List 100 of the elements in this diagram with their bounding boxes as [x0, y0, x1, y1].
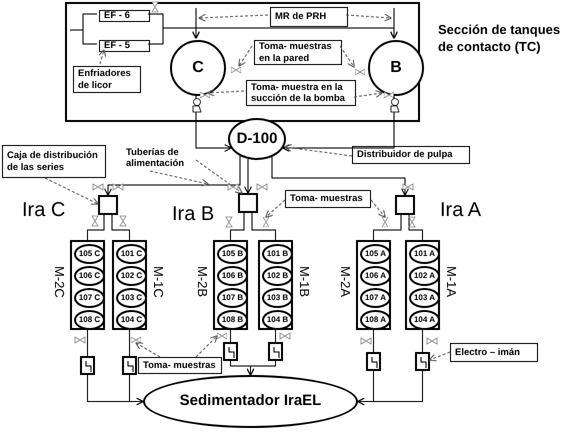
cell-ellipse: 101 A — [409, 244, 440, 264]
valve-icon — [384, 92, 394, 98]
pipe-line — [87, 214, 104, 240]
leader-line — [98, 49, 106, 64]
pipe-line — [196, 94, 232, 152]
pipe-line — [422, 330, 423, 352]
distribution-box — [395, 195, 415, 215]
leader-line — [265, 200, 286, 218]
pipe-line — [373, 330, 374, 352]
callout-box: Enfriadores de licor — [73, 66, 141, 93]
pipe-line — [192, 8, 200, 39]
cell-ellipse: 103 C — [116, 288, 147, 308]
valve-icon — [231, 67, 241, 73]
electromagnet-box — [366, 352, 380, 371]
leader-line — [198, 14, 268, 22]
electromagnet-box — [268, 342, 282, 361]
callout-box: Toma- muestra en la succión de la bomba — [246, 80, 356, 106]
cell-ellipse: 104 C — [116, 310, 147, 330]
pipe-line — [272, 156, 410, 196]
cell-ellipse: 104 A — [409, 310, 440, 330]
cell-ellipse: 107 C — [74, 288, 105, 308]
cell-ellipse: 103 A — [409, 288, 440, 308]
callout-box: Electro – imán — [450, 343, 538, 362]
cell-ellipse: 106 B — [217, 266, 248, 286]
cell-ellipse: 108 C — [74, 310, 105, 330]
pipe-line — [129, 330, 130, 356]
valve-icon — [355, 69, 365, 75]
pipe-line — [70, 30, 98, 44]
cell-ellipse: 108 A — [360, 310, 391, 330]
callout-box: Distribuidor de pulpa — [352, 146, 470, 164]
cell-ellipse: 105 A — [360, 244, 391, 264]
cell-ellipse: 101 B — [262, 244, 293, 264]
pipe-line — [252, 212, 276, 240]
pipe-line — [244, 158, 252, 194]
pipe-line — [373, 214, 402, 240]
leader-line — [284, 144, 352, 156]
pipe-line — [408, 214, 423, 240]
cell-ellipse: 106 A — [360, 266, 391, 286]
pipe-line — [230, 212, 244, 240]
section-title: Sección de tanques de contacto (TC) — [438, 22, 562, 56]
column-label: M-1B — [298, 266, 311, 298]
callout-box: Caja de distribución de las series — [2, 145, 106, 178]
distribution-box — [98, 195, 118, 215]
leader-line — [196, 160, 243, 194]
cell-ellipse: 108 B — [217, 310, 248, 330]
pipe-line — [390, 8, 398, 39]
series-label: Ira B — [172, 204, 214, 224]
callout-box: EF - 6 — [99, 10, 150, 22]
cell-ellipse: 105 B — [217, 244, 248, 264]
leader-line — [340, 46, 355, 68]
callout-text: Tuberías de alimentación — [126, 145, 196, 171]
cell-ellipse: 102 A — [409, 266, 440, 286]
column-label: M-2A — [339, 266, 352, 298]
cell-ellipse: 102 B — [262, 266, 293, 286]
leader-line — [238, 46, 252, 67]
series-label: Ira C — [22, 200, 66, 220]
leader-line — [196, 335, 218, 358]
leader-line — [346, 14, 392, 22]
cell-ellipse: 103 B — [262, 288, 293, 308]
pipe-line — [129, 374, 144, 406]
callout-box: EF - 5 — [99, 40, 150, 52]
cell-ellipse: 107 B — [217, 288, 248, 308]
valve-icon — [217, 333, 227, 339]
pipe-line — [87, 330, 88, 356]
column-label: M-2C — [53, 266, 66, 298]
column-label: M-1A — [445, 266, 458, 298]
distributor-ellipse: D-100 — [228, 118, 286, 160]
leader-line — [370, 200, 386, 218]
column-label: M-1C — [152, 266, 165, 298]
valve-icon — [382, 217, 388, 227]
cell-ellipse: 102 C — [116, 266, 147, 286]
cell-ellipse: 101 C — [116, 244, 147, 264]
electromagnet-box — [222, 342, 238, 361]
electromagnet-box — [122, 356, 136, 375]
callout-box: Toma- muestras — [138, 357, 222, 374]
pipe-line — [112, 214, 130, 240]
pipe-line — [246, 360, 276, 376]
electromagnet-box — [414, 352, 430, 371]
leader-line — [207, 88, 244, 97]
leader-line — [135, 342, 160, 358]
distribution-box — [238, 193, 258, 213]
callout-box: Toma- muestras en la pared — [254, 40, 342, 65]
callout-box: Toma- muestras — [285, 190, 371, 208]
valve-icon — [263, 217, 269, 227]
series-label: Ira A — [440, 200, 482, 220]
settler-ellipse: Sedimentador IraEL — [143, 375, 358, 428]
column-label: M-2B — [196, 266, 209, 298]
pipe-line — [230, 330, 231, 342]
pipe-line — [104, 156, 240, 196]
cell-ellipse: 106 C — [74, 266, 105, 286]
valve-icon — [200, 92, 210, 98]
cell-ellipse: 104 B — [262, 310, 293, 330]
pipe-line — [282, 94, 394, 152]
valve-icon — [131, 337, 141, 343]
leader-line — [150, 170, 209, 186]
cell-ellipse: 105 C — [74, 244, 105, 264]
leader-line — [44, 178, 99, 205]
electromagnet-box — [80, 356, 95, 375]
pipe-line — [275, 330, 276, 342]
callout-box: MR de PRH — [270, 7, 348, 27]
